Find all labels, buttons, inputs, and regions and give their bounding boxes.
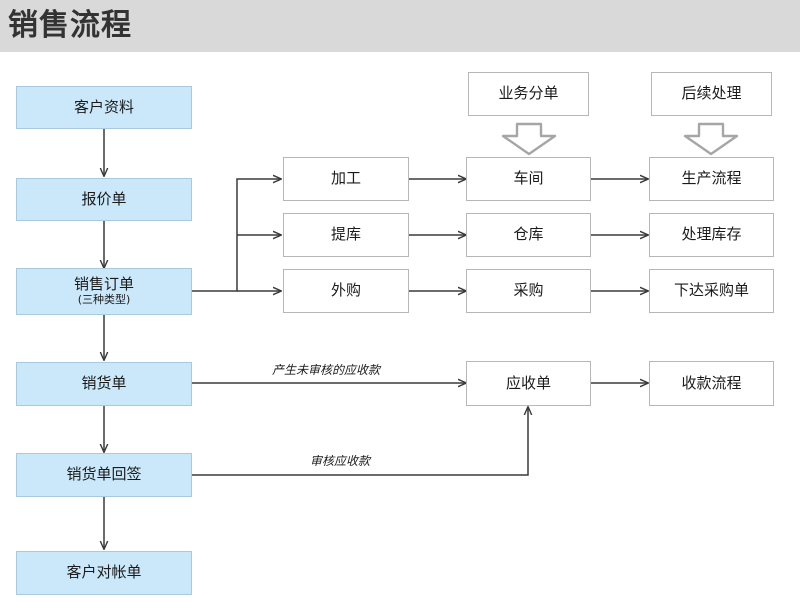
edge-label-unaudited-receivable: 产生未审核的应收款 <box>272 363 381 377</box>
node-label: 销售订单 <box>73 275 134 294</box>
node-purchasing[interactable]: 采购 <box>466 269 591 313</box>
node-sales-delivery[interactable]: 销货单 <box>16 362 192 406</box>
dispatch-block-arrow-icon <box>501 122 557 156</box>
node-label: 仓库 <box>513 225 544 244</box>
node-label: 销货单 <box>81 374 127 393</box>
node-storehouse[interactable]: 仓库 <box>466 213 591 257</box>
node-issue-purchase-order[interactable]: 下达采购单 <box>649 269 774 313</box>
node-label: 采购 <box>513 281 544 300</box>
node-warehouse-pick[interactable]: 提库 <box>283 213 409 257</box>
wire-receipt-to-receivable <box>192 407 528 476</box>
node-processing[interactable]: 加工 <box>283 157 409 201</box>
node-label: 车间 <box>513 169 544 188</box>
page-title: 销售流程 <box>8 8 132 43</box>
node-sublabel: (三种类型) <box>77 293 131 307</box>
node-label: 下达采购单 <box>673 281 749 300</box>
node-followup-header[interactable]: 后续处理 <box>651 72 772 116</box>
node-outsourcing[interactable]: 外购 <box>283 269 409 313</box>
node-dispatch-header[interactable]: 业务分单 <box>468 72 589 116</box>
node-label: 提库 <box>330 225 361 244</box>
header-band <box>0 0 800 52</box>
node-label: 后续处理 <box>681 84 742 103</box>
node-workshop[interactable]: 车间 <box>466 157 591 201</box>
node-label: 生产流程 <box>681 169 742 188</box>
node-label: 加工 <box>330 169 361 188</box>
node-label: 外购 <box>330 281 361 300</box>
node-quotation[interactable]: 报价单 <box>16 178 192 221</box>
edge-label-audit-receivable: 审核应收款 <box>310 454 371 468</box>
node-label: 客户对帐单 <box>66 563 142 582</box>
node-label: 处理库存 <box>681 225 742 244</box>
node-label: 应收单 <box>505 373 551 392</box>
node-customer-info[interactable]: 客户资料 <box>16 86 192 129</box>
followup-block-arrow-icon <box>683 122 739 156</box>
node-label: 报价单 <box>81 189 127 208</box>
node-collection-flow[interactable]: 收款流程 <box>649 361 774 406</box>
node-label: 销货单回签 <box>66 465 142 484</box>
node-delivery-receipt[interactable]: 销货单回签 <box>16 453 192 497</box>
node-label: 客户资料 <box>73 97 134 116</box>
node-label: 业务分单 <box>498 84 559 103</box>
node-customer-statement[interactable]: 客户对帐单 <box>16 551 192 595</box>
node-receivable-note[interactable]: 应收单 <box>466 361 591 406</box>
node-production-flow[interactable]: 生产流程 <box>649 157 774 201</box>
node-sales-order[interactable]: 销售订单 (三种类型) <box>16 268 192 315</box>
node-label: 收款流程 <box>681 373 742 392</box>
node-handle-inventory[interactable]: 处理库存 <box>649 213 774 257</box>
